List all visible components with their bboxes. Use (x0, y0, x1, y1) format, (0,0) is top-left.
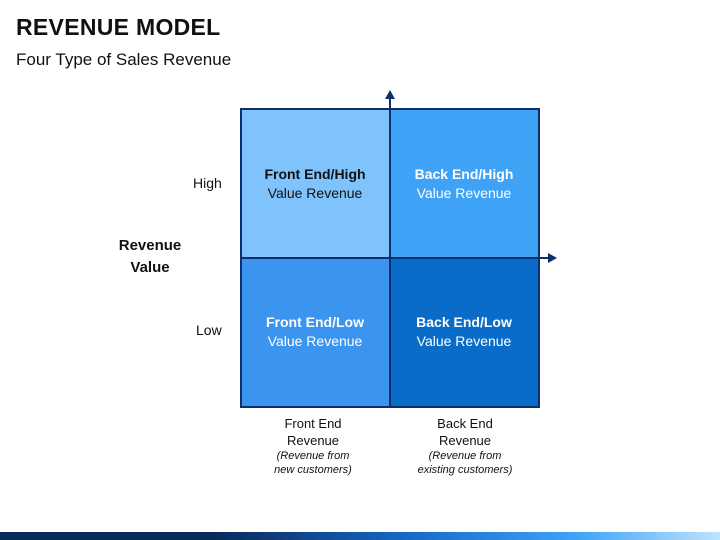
page-title: REVENUE MODEL (16, 14, 221, 40)
x-axis-label-back-end: Back End Revenue (Revenue from existing … (390, 415, 540, 477)
y-axis-label-line2: Value (130, 259, 170, 276)
quadrant-front-end-high: Front End/High Value Revenue (241, 110, 389, 258)
page-subtitle: Four Type of Sales Revenue (16, 50, 232, 69)
footer-accent-bar (0, 532, 720, 540)
y-axis-label-line1: Revenue (118, 237, 182, 254)
quadrant-subtitle: Value Revenue (267, 185, 363, 201)
quadrant-front-end-low: Front End/Low Value Revenue (241, 258, 389, 406)
x-label-note1: (Revenue from (428, 450, 502, 462)
x-label-note2: existing customers) (417, 464, 513, 476)
y-tick-low: Low (196, 322, 222, 338)
arrow-up-icon (385, 90, 395, 99)
quadrant-back-end-low: Back End/Low Value Revenue (390, 258, 538, 406)
x-label-line2: Revenue (286, 433, 340, 448)
x-axis-label-front-end: Front End Revenue (Revenue from new cust… (238, 415, 388, 477)
quadrant-title: Front End/Low (266, 314, 364, 330)
quadrant-subtitle: Value Revenue (416, 185, 512, 201)
vertical-axis-line (389, 96, 391, 408)
arrow-right-icon (548, 253, 557, 263)
quadrant-back-end-high: Back End/High Value Revenue (390, 110, 538, 258)
y-tick-high: High (193, 175, 222, 191)
x-label-line1: Front End (284, 416, 342, 431)
quadrant-title: Front End/High (264, 166, 366, 182)
x-label-line1: Back End (437, 416, 493, 431)
x-label-line2: Revenue (438, 433, 492, 448)
horizontal-axis-line (240, 257, 550, 259)
x-label-note1: (Revenue from (276, 450, 350, 462)
quadrant-title: Back End/Low (416, 314, 512, 330)
quadrant-subtitle: Value Revenue (416, 333, 512, 349)
quadrant-title: Back End/High (414, 166, 514, 182)
y-axis-label: Revenue Value (100, 235, 200, 279)
x-label-note2: new customers) (274, 464, 352, 476)
quadrant-subtitle: Value Revenue (267, 333, 363, 349)
